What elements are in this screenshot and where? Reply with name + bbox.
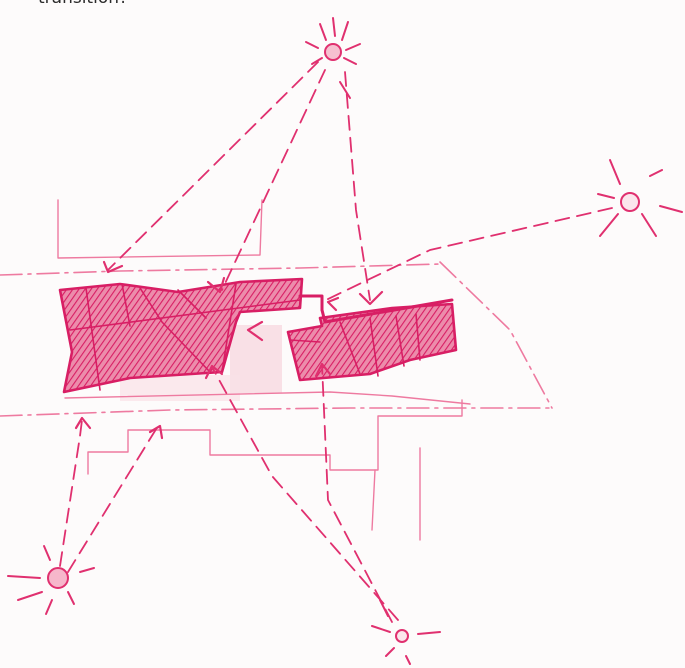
sun-icon <box>8 546 94 614</box>
sun-icon <box>306 18 360 98</box>
sun-icon <box>372 600 440 664</box>
sun-icon <box>598 160 682 236</box>
building-east <box>288 304 456 380</box>
